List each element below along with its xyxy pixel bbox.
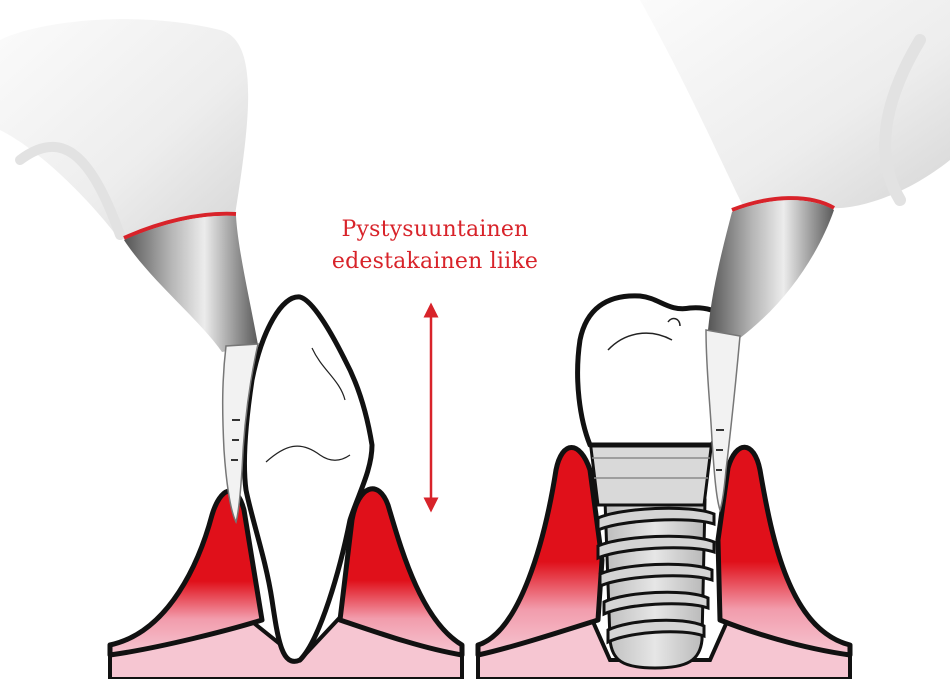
right-gum-papilla-right <box>718 447 850 655</box>
implant-abutment <box>590 440 712 505</box>
right-scene-implant <box>478 0 950 679</box>
left-handpiece-steel-cone <box>124 216 258 352</box>
right-handpiece-steel-cone <box>708 200 834 338</box>
motion-caption: Pystysuuntainen edestakainen liike <box>300 214 570 278</box>
caption-line-1: Pystysuuntainen <box>300 214 570 246</box>
left-scene-natural-tooth <box>0 19 462 679</box>
left-handpiece-body <box>0 19 248 240</box>
right-handpiece-body <box>640 0 950 210</box>
caption-line-2: edestakainen liike <box>300 246 570 278</box>
right-gum-papilla-left <box>478 448 602 656</box>
